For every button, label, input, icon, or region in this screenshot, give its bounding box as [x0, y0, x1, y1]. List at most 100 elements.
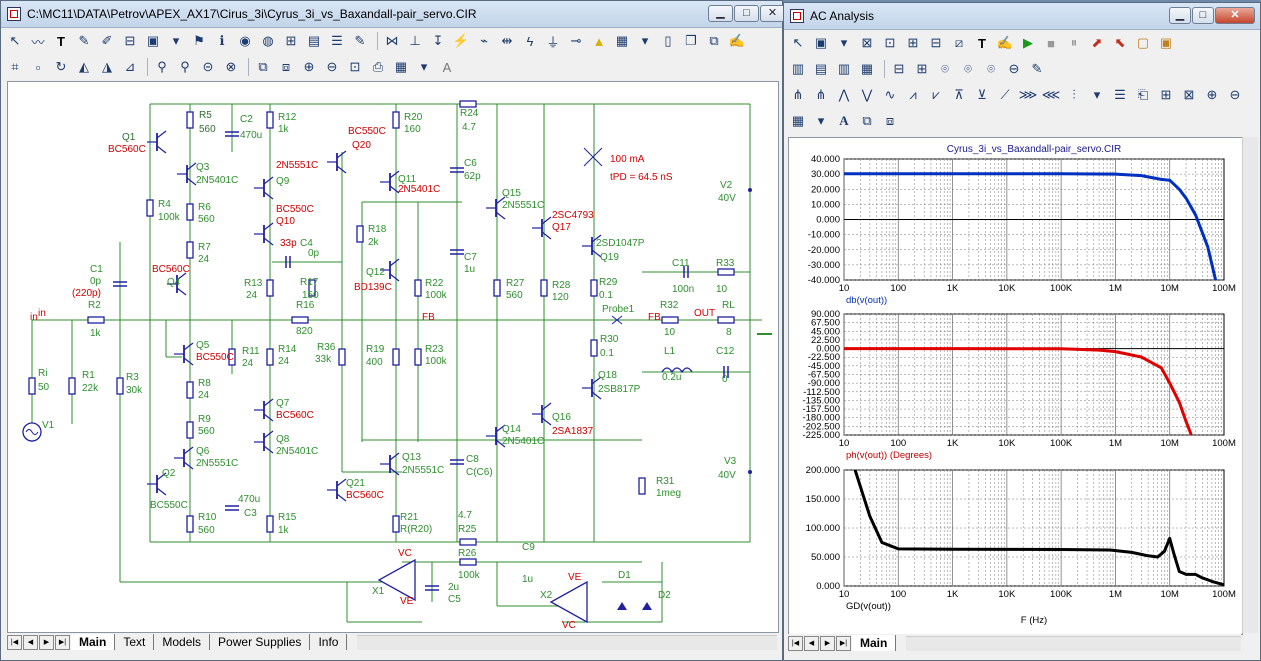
ungroup-icon[interactable]: ⧈: [885, 113, 895, 128]
chart-icon[interactable]: ▤: [307, 33, 321, 48]
layout-icon[interactable]: ▦: [394, 59, 408, 74]
analysis-maximize-button[interactable]: □: [1192, 7, 1214, 24]
zoom-fit-icon[interactable]: ⊡: [349, 59, 361, 74]
print-icon[interactable]: ⎙: [372, 59, 384, 74]
scope-icon[interactable]: ⊞: [1160, 87, 1172, 102]
pause-icon[interactable]: ⏸: [1070, 35, 1078, 50]
dropdown-arrow-2-icon[interactable]: ▾: [641, 33, 649, 48]
node-numbers-icon[interactable]: ⋈: [385, 33, 399, 48]
stepping-icon[interactable]: ⬈: [1091, 35, 1103, 50]
tab-main[interactable]: Main: [852, 635, 897, 651]
help-icon[interactable]: ◉: [239, 33, 251, 48]
zoom-in-icon[interactable]: ⊕: [303, 59, 315, 74]
list-icon[interactable]: ☰: [1114, 87, 1126, 102]
limits-2-icon[interactable]: ▣: [1159, 35, 1173, 50]
bolt-icon[interactable]: ϟ: [526, 33, 534, 49]
group-icon[interactable]: ⧉: [862, 113, 872, 128]
dropdown-arrow-2-icon[interactable]: ▾: [1093, 87, 1101, 102]
cursor-icon[interactable]: ⊟: [893, 61, 905, 76]
properties-icon[interactable]: ✍: [728, 33, 746, 48]
data-points-icon[interactable]: ⫶: [1072, 87, 1076, 102]
warning-icon[interactable]: ▲: [592, 33, 606, 49]
probe-2-icon[interactable]: ⌾: [964, 61, 972, 76]
find-icon[interactable]: ⚲: [157, 59, 167, 74]
zoom-out-2-icon[interactable]: ⊖: [1229, 87, 1241, 102]
group-icon[interactable]: ⧉: [258, 59, 268, 74]
go-to-x-icon[interactable]: ⋙: [1018, 87, 1038, 102]
stepping-2-icon[interactable]: ⬉: [1114, 35, 1126, 50]
global-high-icon[interactable]: ⩘: [909, 87, 917, 102]
currents-icon[interactable]: ↧: [432, 33, 444, 48]
blank-icon[interactable]: ▫: [35, 59, 41, 75]
probe-icon[interactable]: ⌾: [941, 61, 949, 76]
bottom-icon[interactable]: ⊻: [977, 87, 987, 102]
component-menu-icon[interactable]: ▣: [146, 33, 160, 48]
plot-vertical-scrollbar[interactable]: [1242, 137, 1258, 633]
ac-analysis-plots[interactable]: Cyrus_3i_vs_Baxandall-pair_servo.CIR40.0…: [789, 138, 1242, 634]
component-icon[interactable]: ⊟: [124, 33, 136, 48]
probe-icon[interactable]: ⊸: [570, 33, 582, 48]
scale-5-icon[interactable]: ⧄: [954, 35, 964, 50]
pin-connections-icon[interactable]: ⇹: [501, 33, 513, 48]
dropdown-arrow-icon[interactable]: ▾: [840, 35, 848, 50]
mirror-icon[interactable]: ◭: [79, 59, 89, 74]
low-icon[interactable]: ⋁: [861, 87, 873, 102]
layout-icon[interactable]: ▦: [791, 113, 805, 128]
flag-icon[interactable]: ⚑: [193, 33, 205, 48]
grid-icon[interactable]: ▦: [615, 33, 629, 48]
cursor-2-icon[interactable]: ⊞: [916, 61, 928, 76]
slope-icon[interactable]: ⟋: [1000, 87, 1010, 102]
cancel-circle-icon[interactable]: ⊗: [225, 59, 237, 74]
copy-page-icon[interactable]: ❐: [685, 33, 697, 48]
tab-info[interactable]: Info: [310, 634, 348, 650]
zoom-out-icon[interactable]: ⊖: [326, 59, 338, 74]
scale-icon[interactable]: ⊠: [861, 35, 873, 50]
high-icon[interactable]: ⋀: [838, 87, 850, 102]
analysis-minimize-button[interactable]: ▁: [1169, 7, 1191, 24]
page-icon[interactable]: ▯: [664, 33, 672, 48]
plot-4-icon[interactable]: ▦: [860, 61, 874, 76]
flip-icon[interactable]: ◮: [102, 59, 112, 74]
ground-icon[interactable]: ⏚: [546, 34, 560, 50]
schematic-drawing[interactable]: R5560C2470uR121kR20160BC550CQ20R244.7Q1B…: [8, 82, 778, 632]
dropdown-arrow-3-icon[interactable]: ▾: [420, 59, 428, 74]
last-page-icon[interactable]: ▶|: [836, 635, 851, 651]
edit-icon[interactable]: ✎: [354, 33, 366, 48]
dropdown-arrow-3-icon[interactable]: ▾: [817, 113, 825, 128]
fit-icon[interactable]: ⌗: [11, 59, 19, 74]
global-low-icon[interactable]: ⩗: [932, 87, 940, 102]
power-icon[interactable]: ⚡: [452, 33, 470, 48]
maximize-button[interactable]: □: [734, 5, 759, 22]
find-next-icon[interactable]: ⚲: [180, 59, 190, 74]
inflection-icon[interactable]: ∿: [884, 87, 896, 102]
next-page-icon[interactable]: ▶: [39, 634, 54, 650]
run-icon[interactable]: ▶: [1023, 35, 1033, 50]
node-voltages-icon[interactable]: ⊥: [409, 33, 421, 48]
first-page-icon[interactable]: |◀: [7, 634, 22, 650]
last-page-icon[interactable]: ▶|: [55, 634, 70, 650]
zoom-in-icon[interactable]: ⊕: [1206, 87, 1218, 102]
tab-text[interactable]: Text: [115, 634, 155, 650]
draw-icon[interactable]: ✐: [101, 33, 113, 48]
prev-page-icon[interactable]: ◀: [804, 635, 819, 651]
tab-models[interactable]: Models: [154, 634, 211, 650]
go-to-y-icon[interactable]: ⋘: [1041, 87, 1061, 102]
analysis-horizontal-scrollbar[interactable]: [906, 635, 1241, 651]
stop-icon[interactable]: ■: [1047, 35, 1055, 51]
clipboard-icon[interactable]: ⎗: [1137, 87, 1149, 102]
first-page-icon[interactable]: |◀: [788, 635, 803, 651]
select-arrow-icon[interactable]: ↖: [792, 35, 804, 50]
window-icon[interactable]: ⧉: [709, 33, 719, 48]
probe-3-icon[interactable]: ⌾: [987, 61, 995, 76]
ungroup-icon[interactable]: ⧈: [281, 59, 291, 74]
conditions-icon[interactable]: ⌁: [480, 33, 488, 48]
rotate-icon[interactable]: ↻: [55, 59, 67, 74]
schematic-horizontal-scrollbar[interactable]: [357, 634, 777, 650]
pencil-icon[interactable]: ✎: [78, 33, 90, 48]
analysis-close-button[interactable]: ✕: [1215, 7, 1255, 24]
plot-3-icon[interactable]: ▥: [837, 61, 851, 76]
scope-2-icon[interactable]: ⊠: [1183, 87, 1195, 102]
valley-icon[interactable]: ⋔: [815, 87, 827, 102]
